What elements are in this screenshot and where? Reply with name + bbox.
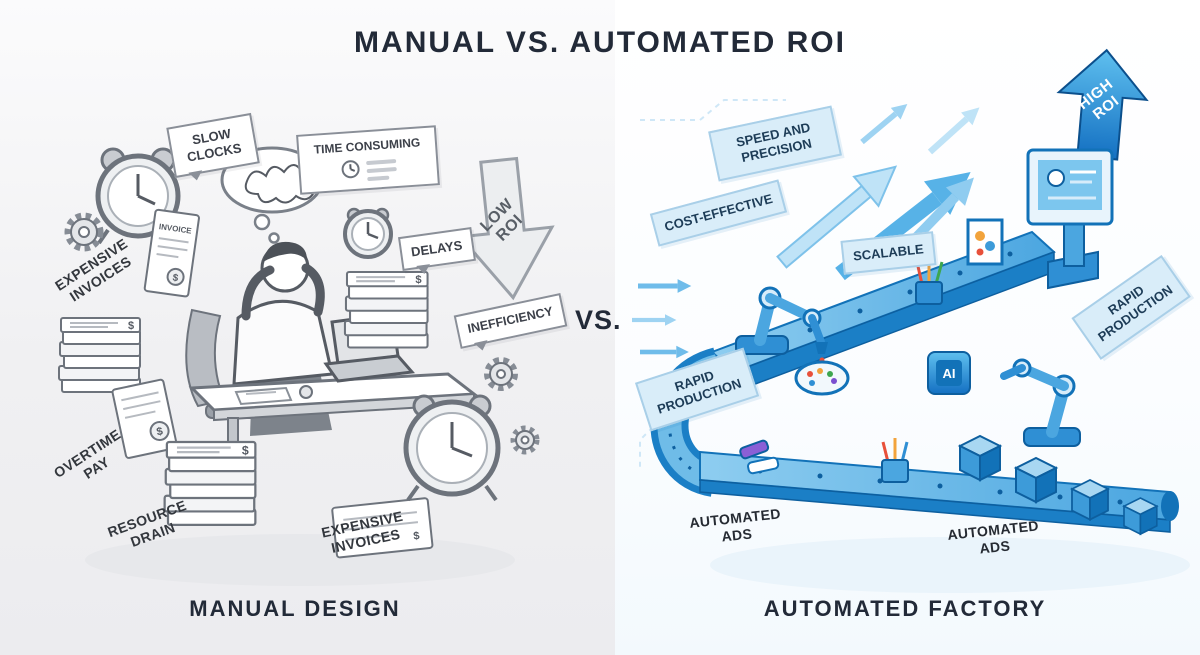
gear-icon-right-upper — [484, 357, 518, 391]
product-box-1 — [959, 435, 1001, 481]
desk-papers — [234, 385, 313, 406]
automated-side-caption: AUTOMATED FACTORY — [763, 596, 1047, 621]
robotic-arm-left — [735, 286, 828, 369]
motion-arrow-2 — [632, 314, 677, 326]
product-box-2 — [1015, 457, 1057, 503]
svg-text:$: $ — [413, 530, 420, 543]
gear-icon-right-lower — [510, 425, 540, 455]
growth-arrow-mini-2 — [924, 101, 986, 159]
conveyor-lower-belt — [699, 450, 1179, 533]
monitor-station — [1026, 148, 1114, 290]
svg-text:AI: AI — [943, 366, 956, 381]
paint-palette — [794, 360, 850, 396]
time-consuming-detail — [309, 154, 428, 185]
low-roi-down-arrow — [457, 156, 555, 301]
time-consuming-tag: TIME CONSUMING — [296, 125, 440, 195]
gear-icon-topleft — [64, 212, 104, 252]
product-box-4 — [1123, 497, 1158, 535]
svg-text:$: $ — [172, 273, 179, 285]
alarm-clock-large-topleft — [95, 147, 181, 245]
paper-stack-upper-left — [58, 317, 141, 393]
ai-cube: AI — [927, 351, 971, 395]
floor-shadow-right — [710, 537, 1190, 593]
floor-sheet: $ — [331, 497, 434, 559]
circuit-line-top — [640, 99, 786, 121]
paper-stack-on-desk — [343, 270, 429, 349]
alarm-clock-large-right — [403, 394, 501, 502]
invoice-sheet: INVOICE $ — [143, 208, 200, 298]
vs-divider-label: VS. — [575, 305, 622, 335]
svg-text:$: $ — [156, 425, 164, 438]
pencil-cup-lower — [881, 438, 909, 483]
text-lines-placeholder — [366, 156, 398, 182]
growth-arrow-mini-1 — [857, 98, 913, 148]
clock-icon — [341, 160, 360, 179]
time-consuming-label: TIME CONSUMING — [313, 135, 421, 157]
alarm-clock-small — [343, 207, 393, 259]
product-box-3 — [1071, 479, 1109, 521]
paint-tubes — [739, 439, 780, 475]
dollar-sheet-left: $ — [111, 378, 178, 459]
motion-arrow-1 — [638, 279, 692, 293]
page-title: MANUAL VS. AUTOMATED ROI — [354, 26, 846, 59]
canvas-frame — [966, 218, 1004, 266]
motion-arrow-3 — [640, 345, 689, 359]
robotic-arm-right — [1000, 358, 1081, 447]
manual-side-caption: MANUAL DESIGN — [189, 596, 401, 621]
